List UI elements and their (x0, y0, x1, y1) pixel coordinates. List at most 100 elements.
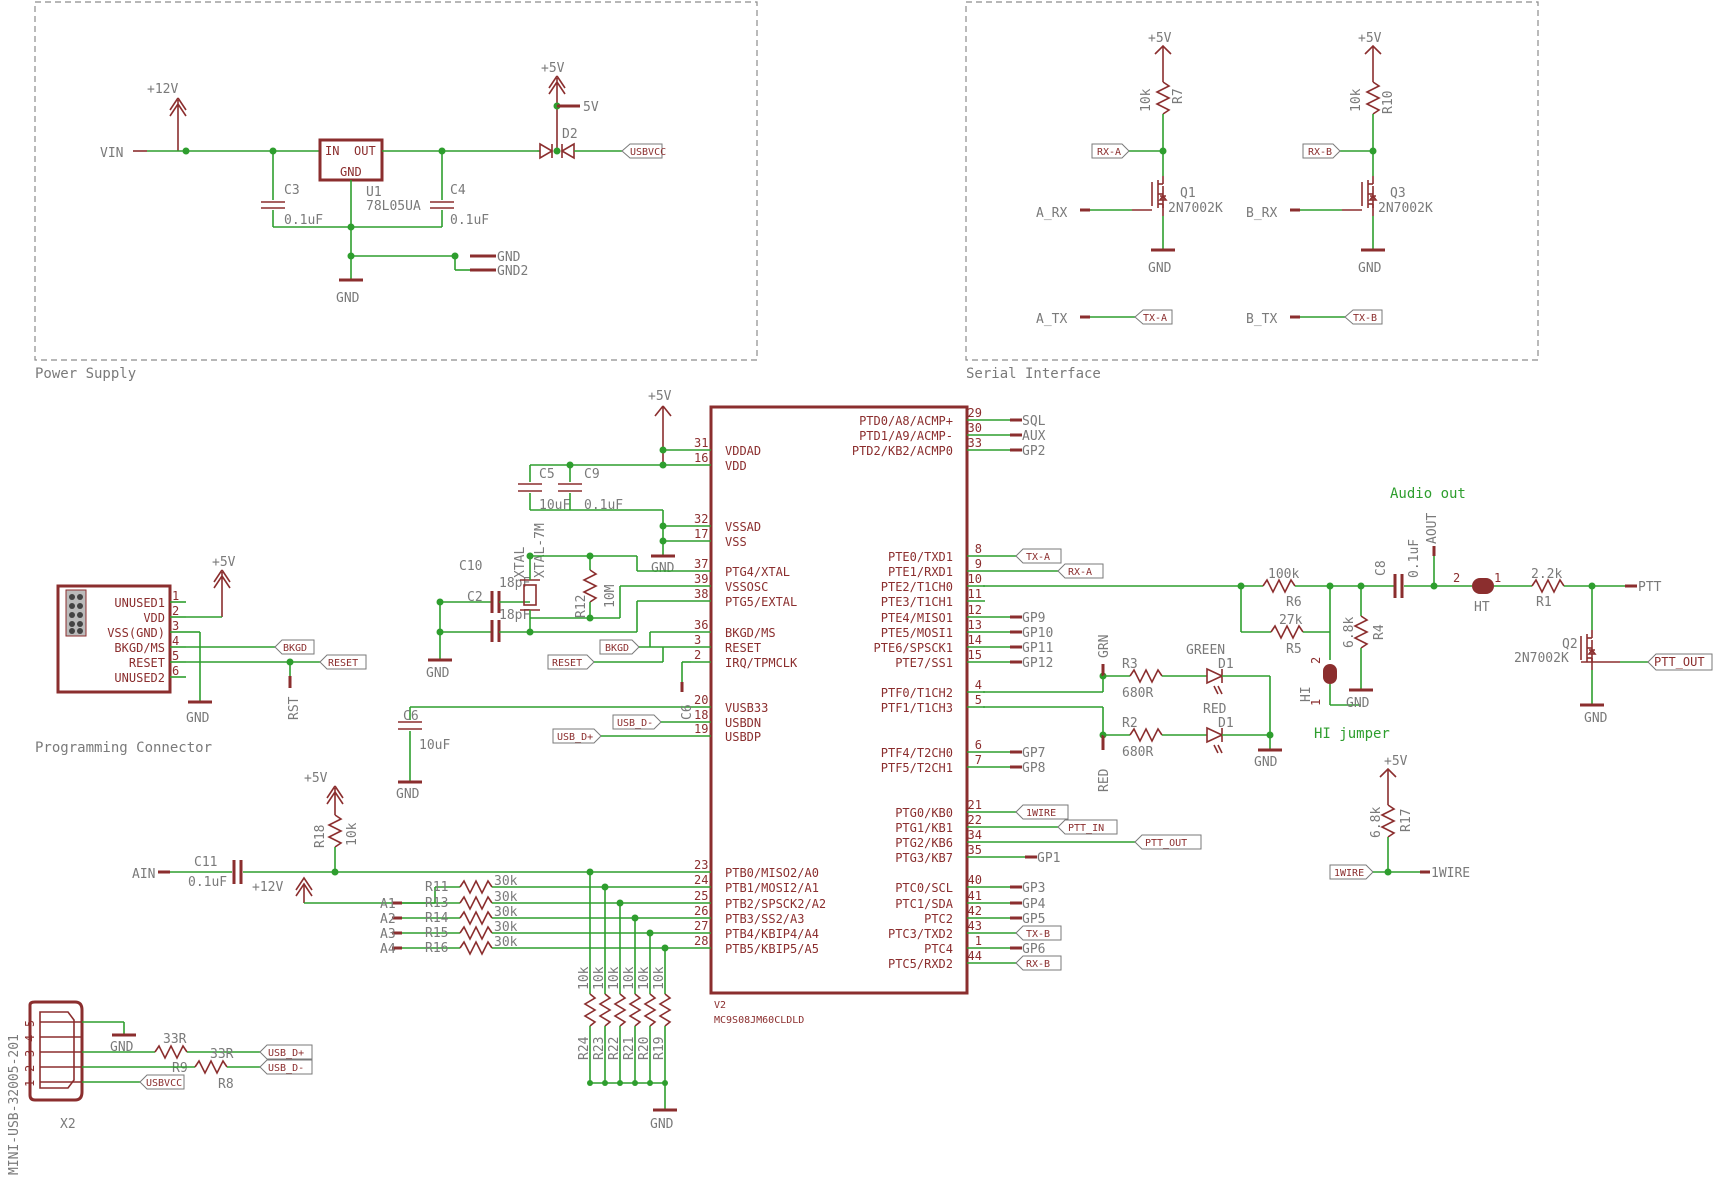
prog-pin-number: 5 (172, 649, 179, 663)
divider-resistor-value: 30k (494, 874, 518, 889)
schematic-label: 6.8k (1342, 617, 1357, 648)
mcu-pin-number: 28 (694, 934, 708, 948)
mcu-pin-name: IRQ/TPMCLK (725, 656, 798, 670)
schematic-label: +5V (1148, 31, 1172, 46)
schematic-label: GND (186, 711, 210, 726)
net-label: GP5 (1022, 912, 1045, 927)
mcu-pin-number: 21 (968, 798, 982, 812)
schematic-label: GND (336, 291, 360, 306)
junction-dot (347, 223, 355, 231)
net-label: RX-B (1026, 959, 1050, 970)
r9-resistor (154, 1044, 188, 1060)
analog-net-label: A1 (380, 897, 396, 912)
junction-dot (69, 612, 75, 618)
net-label-tag (1015, 955, 1062, 971)
schematic-label: 2N7002K (1514, 651, 1569, 666)
schematic-label: BKGD (283, 643, 307, 654)
schematic-label: Serial Interface (966, 366, 1101, 382)
schematic-wire (1302, 143, 1341, 159)
schematic-label: D1 (1218, 716, 1234, 731)
mcu-pin-name: PTG2/KB6 (895, 836, 953, 850)
schematic-label: U1 (366, 185, 382, 200)
mcu-pin-number: 32 (694, 512, 708, 526)
schematic-label: RED (1203, 702, 1227, 717)
pulldown-resistor-value: 10k (652, 966, 667, 990)
r8-resistor (194, 1059, 228, 1075)
schematic-wire (169, 97, 187, 151)
mcu-pin-number: 20 (694, 693, 708, 707)
pulldown-resistor-name: R23 (592, 1037, 607, 1060)
schematic-label: 33R (163, 1032, 187, 1047)
mcu-pin-name: PTC2 (924, 912, 953, 926)
mcu-pin-number: 12 (968, 603, 982, 617)
mcu-pin-name: PTC4 (924, 942, 953, 956)
schematic-label: 33R (210, 1047, 234, 1062)
schematic-label: Power Supply (35, 366, 136, 382)
mcu-pin-number: 13 (968, 618, 982, 632)
schematic-label: 1WIRE (1431, 866, 1470, 881)
usb-pin-number: 1 (23, 1080, 37, 1087)
schematic-label: GND (1148, 261, 1172, 276)
schematic-wire (139, 1074, 185, 1090)
r4-resistor (1353, 615, 1369, 649)
schematic-label: PTT_OUT (1654, 655, 1705, 669)
schematic-label: RST (287, 696, 302, 720)
schematic-label: AOUT (1425, 513, 1440, 544)
schematic-label: +5V (541, 61, 565, 76)
schematic-label: +5V (1384, 754, 1408, 769)
schematic-label: Q3 (1390, 186, 1406, 201)
schematic-wire (1323, 664, 1337, 684)
net-label-tag (1134, 834, 1202, 850)
mcu-pin-name: PTE6/SPSCK1 (874, 641, 953, 655)
mcu-pin-name: PTE3/T1CH1 (881, 595, 953, 609)
schematic-label: 2 (1453, 571, 1460, 585)
schematic-label: GND2 (497, 264, 528, 279)
schematic-wire (326, 785, 344, 815)
pulldown-resistor (583, 993, 597, 1027)
usb-pin-number: 2 (23, 1065, 37, 1072)
mcu-pin-number: 8 (975, 542, 982, 556)
schematic-wire (1344, 309, 1383, 325)
schematic-wire (1134, 309, 1173, 325)
schematic-label: XTAL-7M (533, 523, 548, 578)
r17-resistor (1380, 804, 1396, 838)
analog-net-label: A2 (380, 912, 396, 927)
schematic-label: GND (1346, 696, 1370, 711)
schematic-wire (654, 405, 672, 465)
junction-dot (77, 628, 83, 634)
mcu-pin-number: 9 (975, 557, 982, 571)
connector-header-icon (65, 589, 87, 637)
mcu-pin-number: 39 (694, 572, 708, 586)
schematic-label: 680R (1122, 686, 1153, 701)
r2-resistor (1129, 727, 1163, 743)
mcu-pin-number: 11 (968, 587, 982, 601)
schematic-label: TX-A (1143, 313, 1167, 324)
schematic-label: USBVCC (630, 147, 666, 158)
mcu-pin-name: PTB3/SS2/A3 (725, 912, 804, 926)
schematic-label: 1 (1494, 571, 1501, 585)
mcu-pin-name: PTE7/SS1 (895, 656, 953, 670)
vin-label: VIN (100, 146, 123, 161)
net-label: PTT_OUT (1145, 838, 1187, 849)
mcu-debug-nets: BKGD RESET (547, 631, 691, 692)
schematic-label: C6 (403, 709, 419, 724)
net-label: GP2 (1022, 444, 1045, 459)
divider-resistor-name: R11 (425, 880, 448, 895)
divider-resistor-value: 30k (494, 905, 518, 920)
prog-pin-number: 2 (172, 604, 179, 618)
net-label: GP8 (1022, 761, 1045, 776)
schematic-label: 10k (1349, 88, 1364, 112)
q2-mosfet (1580, 630, 1620, 670)
prog-pin-name: VDD (143, 611, 165, 625)
junction-dot (553, 147, 561, 155)
schematic-label: R7 (1171, 88, 1186, 104)
schematic-wire (34, 1, 758, 361)
junction-dot (1266, 731, 1274, 739)
schematic-label: 10M (603, 584, 618, 608)
r10-resistor (1365, 81, 1381, 115)
schematic-label: 680R (1122, 745, 1153, 760)
schematic-wire (274, 639, 315, 655)
mcu-pin-name: PTD1/A9/ACMP- (859, 429, 953, 443)
schematic-wire (56, 584, 172, 694)
